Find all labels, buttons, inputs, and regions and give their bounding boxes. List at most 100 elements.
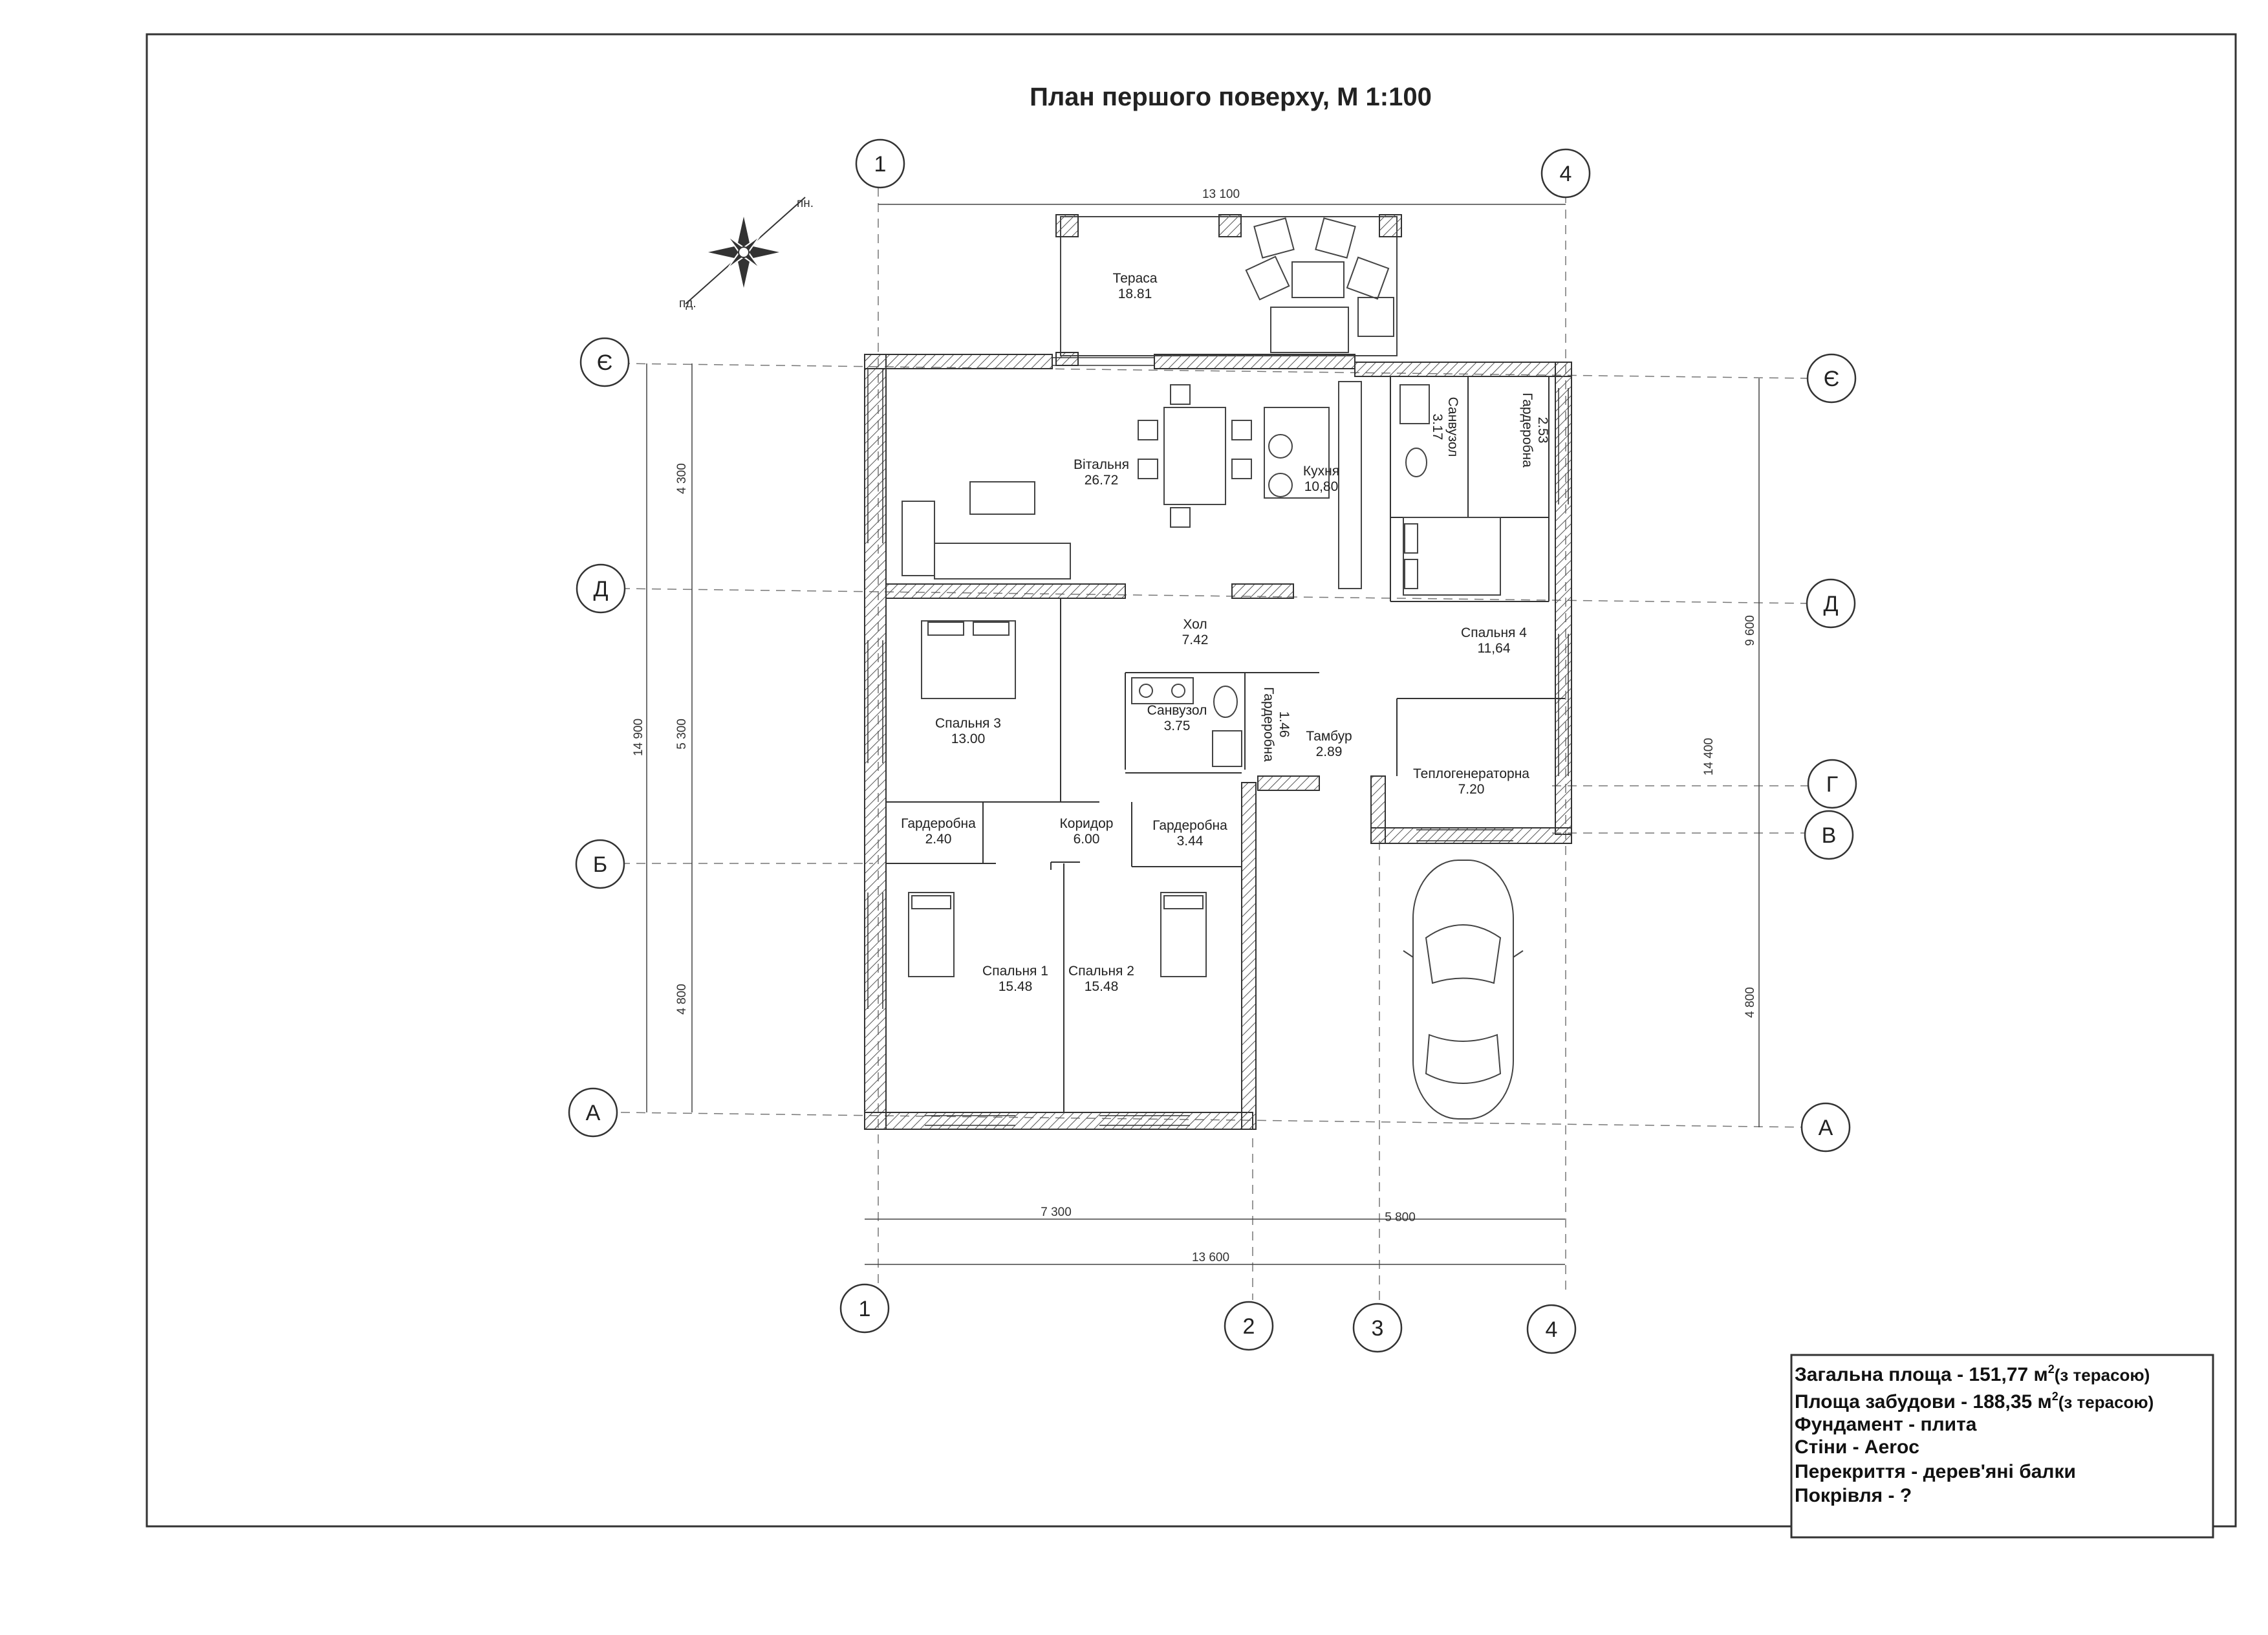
dim-top-overall: 13 100 — [1202, 188, 1240, 201]
axis-bubble-bottom-1: 1 — [839, 1283, 890, 1334]
svg-text:4: 4 — [1560, 162, 1572, 186]
room-boiler: Теплогенераторна 7.20 — [1413, 766, 1529, 797]
svg-text:Санвузол: Санвузол — [1445, 397, 1460, 457]
axis-bubble-left-ye: Є — [579, 337, 630, 387]
living-furniture — [902, 381, 1362, 589]
svg-text:Гардеробна: Гардеробна — [901, 816, 976, 831]
axis-bubble-right-ye: Є — [1806, 353, 1857, 404]
spec-row-slabs: Перекриття - дерев'яні балки — [1795, 1461, 2076, 1482]
terrace — [1055, 214, 1402, 366]
specification-table: Загальна площа - 151,77 м2(з терасою) Пл… — [1790, 1354, 2214, 1539]
svg-text:1: 1 — [859, 1297, 871, 1321]
spec-row-total-area: Загальна площа - 151,77 м2(з терасою) — [1795, 1363, 2150, 1385]
room-bedroom-1: Спальня 1 15.48 — [982, 964, 1048, 994]
svg-text:15.48: 15.48 — [999, 979, 1033, 994]
axis-bubble-bottom-2: 2 — [1224, 1301, 1274, 1351]
room-bedroom-3: Спальня 3 13.00 — [935, 716, 1001, 746]
dim-left-seg1: 4 300 — [675, 463, 689, 494]
room-living: Вітальня 26.72 — [1074, 457, 1129, 488]
svg-text:3: 3 — [1372, 1316, 1384, 1341]
compass-north-label: пн. — [797, 197, 814, 210]
svg-text:1: 1 — [874, 152, 887, 177]
dim-left-overall: 14 900 — [632, 719, 645, 756]
car-icon — [1403, 860, 1524, 1120]
axis-bubble-right-d: Д — [1806, 578, 1856, 629]
svg-text:10,80: 10,80 — [1304, 479, 1339, 494]
dim-bottom-seg1: 7 300 — [1041, 1206, 1072, 1219]
dimension-lines — [646, 204, 1760, 1265]
svg-text:В: В — [1822, 823, 1837, 848]
spec-row-building-area: Площа забудови - 188,35 м2(з терасою) — [1795, 1390, 2154, 1413]
svg-text:Спальня 1: Спальня 1 — [982, 964, 1048, 979]
room-vestibule: Тамбур 2.89 — [1306, 729, 1352, 759]
svg-text:4: 4 — [1546, 1317, 1558, 1342]
svg-text:Загальна площа - 151,77 м2(з т: Загальна площа - 151,77 м2(з терасою) — [1795, 1363, 2150, 1385]
axis-bubble-bottom-4: 4 — [1526, 1304, 1577, 1354]
axis-bubble-top-1: 1 — [855, 138, 905, 189]
svg-text:Площа забудови - 188,35 м2(з т: Площа забудови - 188,35 м2(з терасою) — [1795, 1390, 2154, 1413]
svg-text:2.89: 2.89 — [1316, 744, 1343, 759]
drawing-frame — [146, 33, 2237, 1528]
room-bedroom-4: Спальня 4 11,64 — [1461, 625, 1527, 656]
svg-text:Хол: Хол — [1183, 617, 1207, 632]
axis-bubble-right-g: Г — [1807, 759, 1857, 809]
svg-text:3.75: 3.75 — [1164, 719, 1191, 733]
svg-text:Теплогенераторна: Теплогенераторна — [1413, 766, 1529, 781]
svg-text:А: А — [1819, 1116, 1833, 1140]
svg-text:Спальня 2: Спальня 2 — [1068, 964, 1134, 979]
room-wardrobe-4: Гардеробна 3.44 — [1152, 818, 1227, 849]
svg-text:Г: Г — [1826, 772, 1838, 797]
svg-text:15.48: 15.48 — [1085, 979, 1119, 994]
svg-text:2.40: 2.40 — [925, 832, 952, 847]
svg-text:Є: Є — [597, 351, 612, 375]
svg-text:Тамбур: Тамбур — [1306, 729, 1352, 744]
interior-walls — [885, 376, 1565, 1112]
beds — [908, 517, 1501, 977]
room-bathroom-1: Санвузол 3.17 — [1430, 397, 1460, 457]
svg-text:А: А — [586, 1101, 601, 1125]
svg-text:Б: Б — [593, 852, 607, 877]
svg-text:6.00: 6.00 — [1074, 832, 1100, 847]
dim-left-seg2: 5 300 — [675, 719, 689, 750]
axis-bubble-top-4: 4 — [1540, 148, 1591, 199]
svg-text:26.72: 26.72 — [1085, 473, 1119, 488]
spec-row-walls: Стіни - Aeroc — [1795, 1436, 1919, 1458]
axis-bubble-bottom-3: 3 — [1352, 1303, 1403, 1353]
bathroom-fixtures — [1131, 384, 1430, 767]
dim-left-seg3: 4 800 — [675, 984, 689, 1015]
svg-text:13.00: 13.00 — [951, 731, 986, 746]
svg-text:1.46: 1.46 — [1277, 711, 1291, 738]
svg-text:2: 2 — [1243, 1314, 1255, 1339]
svg-text:18.81: 18.81 — [1118, 287, 1152, 301]
svg-text:11,64: 11,64 — [1478, 641, 1511, 656]
room-bathroom-2: Санвузол 3.75 — [1147, 703, 1207, 733]
compass-rose-icon — [685, 197, 806, 305]
svg-text:Д: Д — [1823, 592, 1838, 616]
svg-text:Д: Д — [593, 577, 608, 601]
room-labels: Тераса 18.81 Вітальня 26.72 Кухня 10,80 … — [901, 271, 1550, 994]
svg-text:Гардеробна: Гардеробна — [1520, 393, 1535, 468]
svg-text:Гардеробна: Гардеробна — [1152, 818, 1227, 833]
spec-row-foundation: Фундамент - плита — [1795, 1414, 1977, 1435]
dim-bottom-overall: 13 600 — [1192, 1251, 1229, 1264]
dim-right-seg1: 9 600 — [1744, 615, 1757, 646]
dim-right-seg2: 4 800 — [1744, 987, 1757, 1018]
axis-bubble-left-a: А — [568, 1087, 618, 1138]
svg-text:3.44: 3.44 — [1177, 834, 1204, 849]
axis-bubble-left-b: Б — [575, 839, 625, 889]
svg-text:Санвузол: Санвузол — [1147, 703, 1207, 718]
svg-text:3.17: 3.17 — [1430, 414, 1445, 440]
room-wardrobe-2: Гардеробна 1.46 — [1261, 687, 1291, 762]
axis-bubble-left-d: Д — [576, 563, 626, 614]
compass-south-label: пд. — [679, 297, 697, 310]
axis-bubble-right-v: В — [1804, 810, 1854, 860]
axis-bubble-right-a: А — [1800, 1102, 1851, 1153]
svg-text:7.42: 7.42 — [1182, 633, 1209, 647]
room-bedroom-2: Спальня 2 15.48 — [1068, 964, 1134, 994]
svg-text:Тераса: Тераса — [1113, 271, 1158, 286]
room-wardrobe-3: Гардеробна 2.40 — [901, 816, 976, 847]
svg-text:Спальня 4: Спальня 4 — [1461, 625, 1527, 640]
svg-text:Спальня 3: Спальня 3 — [935, 716, 1001, 731]
svg-text:Є: Є — [1824, 367, 1839, 391]
